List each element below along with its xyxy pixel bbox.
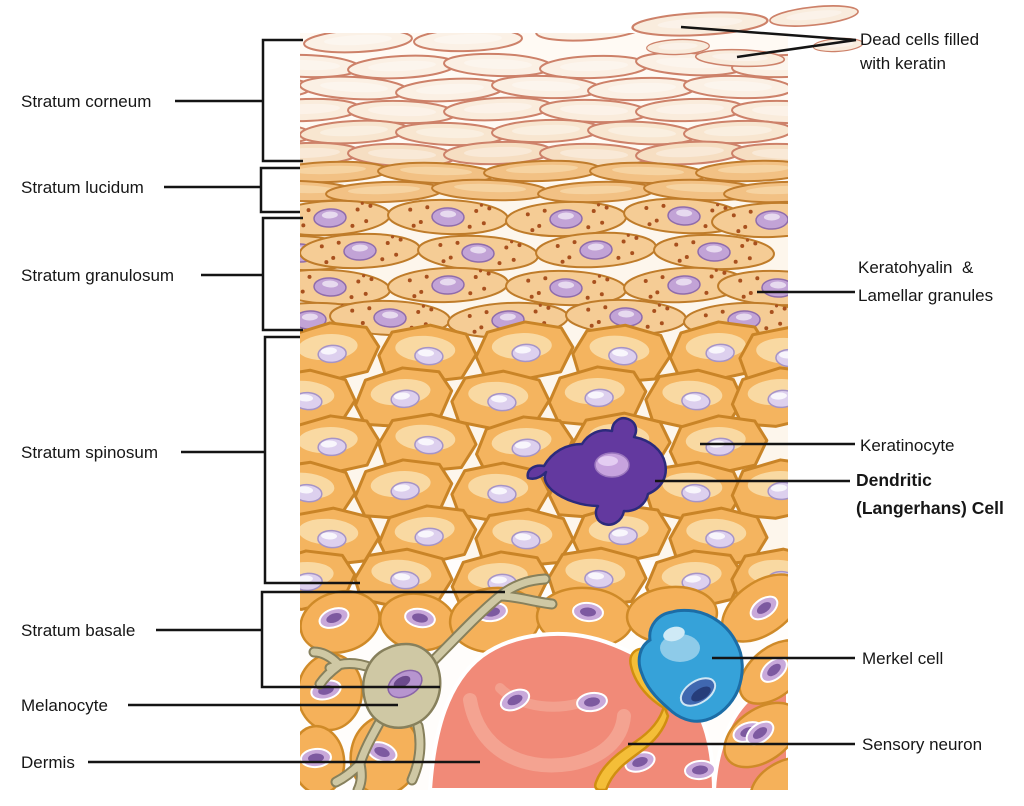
label-dead-cells-line2: with keratin — [860, 54, 946, 73]
label-dead-cells: Dead cells filled with keratin — [860, 28, 979, 76]
label-dendritic-line1: Dendritic — [856, 470, 932, 490]
leader-lines — [88, 25, 857, 764]
label-stratum-basale: Stratum basale — [21, 621, 136, 640]
label-dead-cells-line1: Dead cells filled — [860, 30, 980, 49]
label-melanocyte: Melanocyte — [21, 696, 108, 715]
bracket-stratum-basale — [156, 590, 505, 689]
label-dendritic-line2: (Langerhans) Cell — [856, 498, 1004, 518]
label-keratohyalin-lamellar: Keratohyalin & Lamellar granules — [858, 254, 993, 310]
label-sensory-neuron: Sensory neuron — [862, 735, 983, 754]
bracket-stratum-granulosum — [201, 216, 303, 332]
bracket-stratum-lucidum — [164, 166, 300, 214]
bracket-stratum-spinosum — [181, 335, 360, 585]
label-dermis: Dermis — [21, 753, 75, 772]
label-stratum-spinosum: Stratum spinosum — [21, 443, 158, 462]
stratum-lucidum-cells — [300, 157, 788, 206]
label-stratum-lucidum: Stratum lucidum — [21, 178, 144, 197]
label-merkel-cell: Merkel cell — [862, 649, 944, 668]
label-lamellar-granules: Lamellar granules — [858, 286, 994, 305]
leader-dead-cells — [680, 25, 857, 59]
label-stratum-granulosum: Stratum granulosum — [21, 266, 175, 285]
label-stratum-corneum: Stratum corneum — [21, 92, 152, 111]
melanocyte-cell — [308, 573, 558, 790]
bracket-stratum-corneum — [175, 38, 303, 163]
merkel-cell — [637, 608, 744, 723]
label-keratohyalin: Keratohyalin & — [858, 258, 974, 277]
label-keratinocyte: Keratinocyte — [860, 436, 955, 455]
label-dendritic-cell: Dendritic (Langerhans) Cell — [856, 466, 1004, 522]
